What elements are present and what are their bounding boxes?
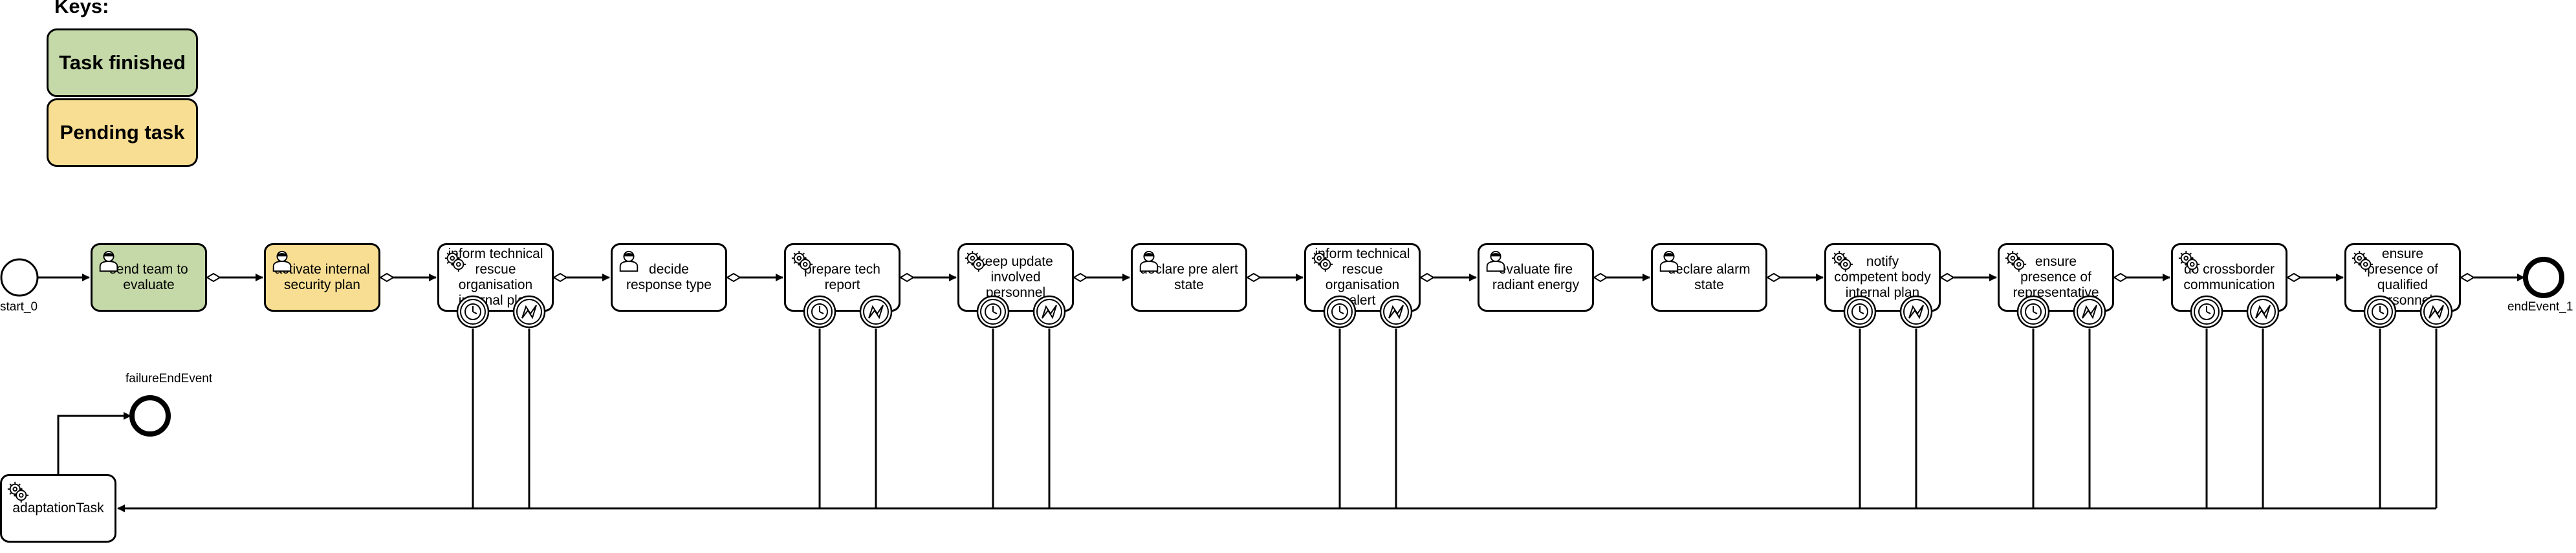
task-4[interactable]: decide response type bbox=[611, 243, 727, 312]
adaptation-task[interactable]: adaptationTask bbox=[0, 474, 116, 543]
gateway-marker bbox=[2113, 272, 2128, 283]
error-icon[interactable] bbox=[859, 295, 893, 329]
task-label: activate internal security plan bbox=[274, 262, 370, 292]
user-icon bbox=[1657, 249, 1681, 274]
gateway-marker bbox=[2286, 272, 2302, 283]
error-icon[interactable] bbox=[2246, 295, 2280, 329]
gateway-marker bbox=[1419, 272, 1435, 283]
gateway-marker bbox=[2460, 272, 2475, 283]
failure-end-event[interactable] bbox=[129, 395, 171, 437]
task-label: inform technical rescue organisation ale… bbox=[1315, 246, 1410, 308]
task-2[interactable]: activate internal security plan bbox=[264, 243, 380, 312]
end-event-label: endEvent_1 bbox=[2507, 300, 2573, 314]
failure-end-event-label: failureEndEvent bbox=[126, 372, 213, 385]
timer-icon[interactable] bbox=[456, 295, 490, 329]
timer-icon[interactable] bbox=[1323, 295, 1357, 329]
task-label: keep update involved personnel bbox=[978, 254, 1053, 300]
legend-pending-key: Pending task bbox=[47, 98, 198, 167]
task-1[interactable]: send team to evaluate bbox=[91, 243, 207, 312]
legend-finished-key: Task finished bbox=[47, 28, 198, 97]
timer-icon[interactable] bbox=[976, 295, 1010, 329]
task-10[interactable]: declare alarm state bbox=[1651, 243, 1767, 312]
task-7[interactable]: declare pre alert state bbox=[1131, 243, 1247, 312]
error-icon[interactable] bbox=[2419, 295, 2453, 329]
user-icon bbox=[270, 249, 294, 274]
gateway-marker bbox=[726, 272, 741, 283]
gear-icon bbox=[2350, 249, 2375, 274]
task-label: do crossborder communication bbox=[2183, 262, 2275, 292]
gateway-marker bbox=[1766, 272, 1782, 283]
gateway-marker bbox=[206, 272, 221, 283]
gateway-marker bbox=[379, 272, 395, 283]
error-icon[interactable] bbox=[1379, 295, 1413, 329]
task-label: declare alarm state bbox=[1668, 262, 1751, 292]
timer-icon[interactable] bbox=[2016, 295, 2050, 329]
start-event[interactable] bbox=[0, 258, 39, 297]
timer-icon[interactable] bbox=[1843, 295, 1877, 329]
user-icon bbox=[617, 249, 641, 274]
gateway-marker bbox=[1073, 272, 1088, 283]
task-9[interactable]: evaluate fire radiant energy bbox=[1478, 243, 1594, 312]
gear-icon bbox=[1310, 249, 1335, 274]
gateway-marker bbox=[899, 272, 915, 283]
gear-icon bbox=[1830, 249, 1855, 274]
gateway-marker bbox=[552, 272, 568, 283]
user-icon bbox=[1137, 249, 1161, 274]
failure-end-flow[interactable] bbox=[57, 412, 131, 474]
gear-icon bbox=[963, 249, 988, 274]
user-icon bbox=[96, 249, 121, 274]
legend-title: Keys: bbox=[54, 0, 109, 17]
error-icon[interactable] bbox=[1899, 295, 1933, 329]
task-label: declare pre alert state bbox=[1140, 262, 1238, 292]
task-label: decide response type bbox=[626, 262, 712, 292]
end-event[interactable] bbox=[2523, 257, 2564, 298]
task-label: evaluate fire radiant energy bbox=[1492, 262, 1580, 292]
gear-icon bbox=[790, 249, 814, 274]
task-label: prepare tech report bbox=[804, 262, 880, 292]
gear-icon bbox=[6, 480, 30, 504]
error-icon[interactable] bbox=[1032, 295, 1066, 329]
error-icon[interactable] bbox=[512, 295, 546, 329]
gear-icon bbox=[443, 249, 468, 274]
timer-icon[interactable] bbox=[2190, 295, 2223, 329]
gateway-marker bbox=[1593, 272, 1608, 283]
gear-icon bbox=[2003, 249, 2028, 274]
gear-icon bbox=[2177, 249, 2201, 274]
error-icon[interactable] bbox=[2073, 295, 2106, 329]
gateway-marker bbox=[1939, 272, 1955, 283]
user-icon bbox=[1483, 249, 1508, 274]
timer-icon[interactable] bbox=[2363, 295, 2397, 329]
start-event-label: start_0 bbox=[0, 300, 38, 314]
task-13[interactable]: do crossborder communication bbox=[2171, 243, 2287, 312]
timer-icon[interactable] bbox=[803, 295, 836, 329]
gateway-marker bbox=[1246, 272, 1261, 283]
adaptation-task-label: adaptationTask bbox=[12, 501, 104, 515]
task-label: send team to evaluate bbox=[109, 262, 188, 292]
task-8[interactable]: inform technical rescue organisation ale… bbox=[1304, 243, 1421, 312]
